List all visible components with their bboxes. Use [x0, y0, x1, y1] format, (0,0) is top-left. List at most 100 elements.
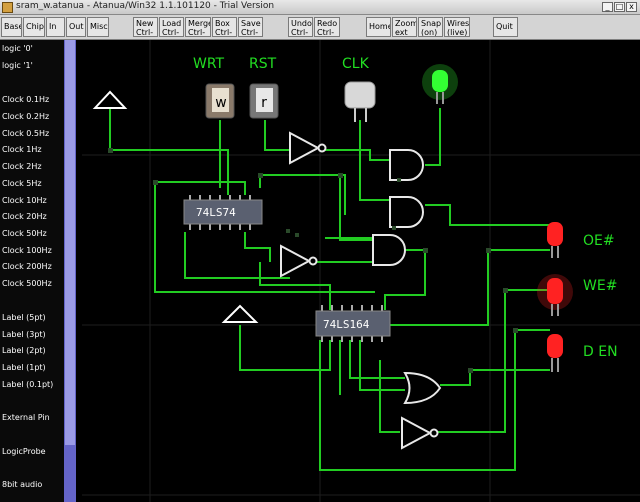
- oe-label: OE#: [583, 233, 615, 249]
- not-gate-1[interactable]: [289, 131, 327, 165]
- palette-item-label-5pt[interactable]: Label (5pt): [2, 313, 46, 322]
- palette-item-clock-10hz[interactable]: Clock 10Hz: [2, 196, 47, 205]
- wires: [109, 108, 550, 471]
- junction: [338, 173, 343, 178]
- green-led-icon[interactable]: [422, 64, 458, 104]
- chip-74ls74[interactable]: 74LS74: [183, 195, 263, 230]
- crystal-clock-icon[interactable]: [344, 81, 376, 122]
- palette-item-clock-100hz[interactable]: Clock 100Hz: [2, 246, 52, 255]
- tab-base[interactable]: Base: [1, 17, 22, 37]
- junction: [423, 248, 428, 253]
- wire: [384, 249, 426, 310]
- handle: [392, 226, 396, 230]
- wire: [319, 329, 550, 471]
- palette-item-clock-5hz[interactable]: Clock 5Hz: [2, 179, 42, 188]
- wire: [239, 325, 331, 371]
- wire: [379, 360, 400, 433]
- palette-item-clock-0-5hz[interactable]: Clock 0.5Hz: [2, 129, 50, 138]
- r-key-icon: r: [261, 95, 267, 111]
- palette-item-logic-probe[interactable]: LogicProbe: [2, 447, 46, 456]
- home-button[interactable]: Home: [366, 17, 391, 37]
- wire: [425, 108, 441, 166]
- red-led-oe-icon[interactable]: [547, 222, 563, 258]
- chip-74ls164[interactable]: 74LS164: [315, 305, 391, 342]
- wrt-label: WRT: [193, 56, 225, 72]
- external-pin-icon[interactable]: [221, 304, 259, 323]
- and-gate-3[interactable]: [372, 234, 406, 266]
- and-gate-2[interactable]: [389, 196, 424, 228]
- wire: [154, 182, 375, 293]
- wires-button[interactable]: Wires(live): [444, 17, 470, 37]
- tab-in[interactable]: In: [46, 17, 65, 37]
- red-led-we-icon[interactable]: [537, 274, 573, 316]
- wrt-key-button[interactable]: w: [205, 83, 235, 119]
- palette-item-clock-500hz[interactable]: Clock 500Hz: [2, 279, 52, 288]
- junction: [503, 288, 508, 293]
- junction: [468, 368, 473, 373]
- tab-chips[interactable]: Chips: [23, 17, 45, 37]
- palette-item-logic-1[interactable]: logic '1': [2, 61, 33, 70]
- junction: [486, 248, 491, 253]
- palette-item-clock-200hz[interactable]: Clock 200Hz: [2, 262, 52, 271]
- palette-item-label-1pt[interactable]: Label (1pt): [2, 363, 46, 372]
- wire: [264, 120, 290, 151]
- palette-scroll-thumb[interactable]: [65, 40, 75, 445]
- or-gate[interactable]: [403, 371, 442, 405]
- wire: [440, 369, 550, 386]
- junction: [258, 173, 263, 178]
- chip-74ls164-label: 74LS164: [323, 318, 370, 331]
- tab-out[interactable]: Out: [66, 17, 86, 37]
- clk-label: CLK: [342, 56, 370, 72]
- palette-item-clock-0-2hz[interactable]: Clock 0.2Hz: [2, 112, 50, 121]
- wire: [385, 249, 550, 326]
- wire: [184, 232, 290, 279]
- palette-item-clock-20hz[interactable]: Clock 20Hz: [2, 212, 47, 221]
- logic-gates: [280, 131, 442, 450]
- palette-item-clock-1hz[interactable]: Clock 1Hz: [2, 145, 42, 154]
- palette-item-clock-0-1hz[interactable]: Clock 0.1Hz: [2, 95, 50, 104]
- palette-item-label-2pt[interactable]: Label (2pt): [2, 346, 46, 355]
- palette-item-clock-50hz[interactable]: Clock 50Hz: [2, 229, 47, 238]
- minimize-button[interactable]: _: [602, 2, 613, 12]
- d-en-label: D EN: [583, 344, 618, 360]
- component-handles: [286, 178, 401, 237]
- red-led-d-en-icon[interactable]: [547, 334, 563, 372]
- chip-74ls74-label: 74LS74: [196, 206, 236, 219]
- w-key-icon: w: [215, 95, 226, 111]
- palette-item-8bit-audio[interactable]: 8bit audio: [2, 480, 43, 489]
- palette-item-logic-0[interactable]: logic '0': [2, 44, 33, 53]
- wire-junctions: [108, 148, 518, 373]
- external-pin-icon[interactable]: [92, 90, 128, 109]
- wire: [359, 120, 390, 201]
- quit-button[interactable]: Quit: [493, 17, 518, 37]
- maximize-button[interactable]: □: [614, 2, 625, 12]
- palette-item-clock-2hz[interactable]: Clock 2Hz: [2, 162, 42, 171]
- palette-item-label-3pt[interactable]: Label (3pt): [2, 330, 46, 339]
- junction: [108, 148, 113, 153]
- and-gate-1[interactable]: [389, 149, 424, 181]
- palette-item-label-0-1pt[interactable]: Label (0.1pt): [2, 380, 54, 389]
- handle: [286, 229, 290, 233]
- canvas-grid: [82, 40, 640, 502]
- not-gate-3[interactable]: [401, 416, 439, 450]
- tab-misc[interactable]: Misc: [87, 17, 109, 37]
- close-button[interactable]: x: [626, 2, 637, 12]
- app-icon: [2, 2, 13, 13]
- wire: [325, 149, 390, 161]
- not-gate-2[interactable]: [280, 244, 318, 278]
- palette-item-external-pin[interactable]: External Pin: [2, 413, 50, 422]
- handle: [397, 178, 401, 182]
- snap-button[interactable]: Snap(on): [418, 17, 443, 37]
- circuit-canvas[interactable]: WRT RST CLK OE# WE# D EN w r: [76, 40, 640, 502]
- rst-key-button[interactable]: r: [249, 83, 279, 119]
- we-label: WE#: [583, 278, 617, 294]
